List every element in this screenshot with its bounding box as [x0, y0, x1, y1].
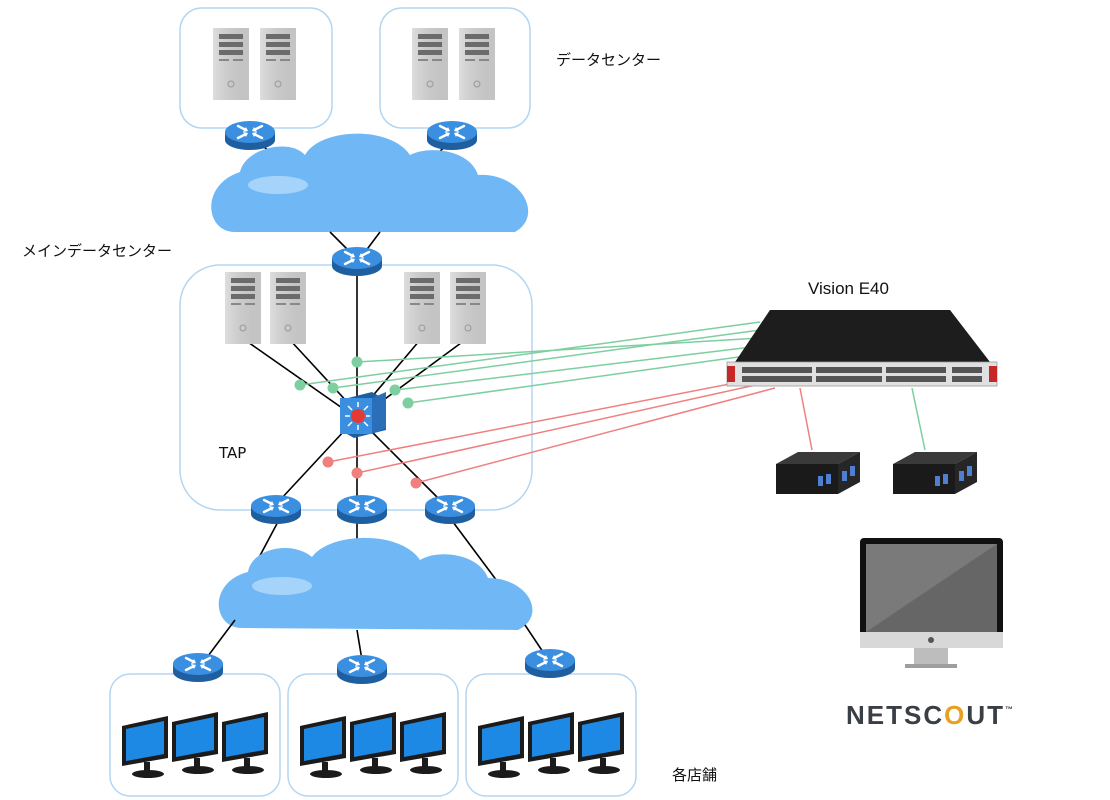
router-icon: [335, 653, 389, 686]
datacenter-label: データセンター: [556, 51, 661, 69]
router-icon: [523, 647, 577, 680]
device-label: Vision E40: [808, 279, 889, 298]
stores-label: 各店舗: [672, 766, 717, 784]
server-icon: [269, 271, 307, 345]
svg-text:NETSCOUT™: NETSCOUT™: [846, 700, 1015, 730]
netscout-logo: NETSCOUT™: [846, 700, 1015, 730]
server-icon: [449, 271, 487, 345]
server-icon: [212, 27, 250, 101]
router-icon: [171, 651, 225, 684]
core-switch-icon: [340, 392, 386, 438]
packet-broker-icon: [726, 310, 998, 387]
router-icon: [223, 119, 277, 152]
datacenter-box-left: [179, 7, 333, 129]
router-icon: [425, 119, 479, 152]
datacenter-box-right: [379, 7, 531, 129]
probe-icon: [893, 452, 977, 494]
imac-icon: [860, 538, 1003, 668]
server-icon: [224, 271, 262, 345]
router-icon: [335, 493, 389, 526]
cloud-icon: [211, 133, 529, 232]
server-icon: [458, 27, 496, 101]
cloud-icon: [218, 537, 533, 630]
router-icon: [423, 493, 477, 526]
main-datacenter-label: メインデータセンター: [22, 242, 172, 260]
router-icon: [249, 493, 303, 526]
router-icon: [330, 245, 384, 278]
server-icon: [403, 271, 441, 345]
tap-label: TAP: [218, 444, 246, 462]
server-icon: [411, 27, 449, 101]
server-icon: [259, 27, 297, 101]
probe-icon: [776, 452, 860, 494]
